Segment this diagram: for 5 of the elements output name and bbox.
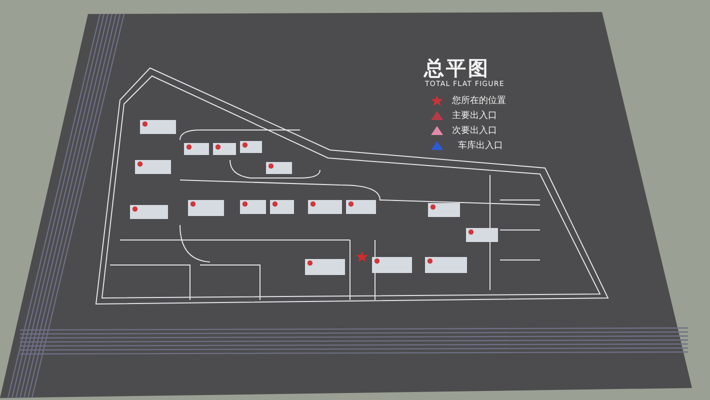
legend-label: 车库出入口 [458,140,503,152]
legend-label: 您所在的位置 [452,94,506,107]
legend-label: 次要出入口 [452,124,497,137]
legend-label: 主要出入口 [452,110,497,122]
title: 总平图 [424,55,490,80]
